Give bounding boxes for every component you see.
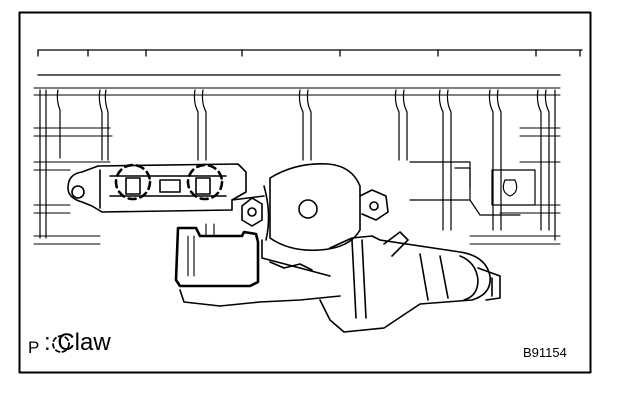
bracket (67, 163, 247, 213)
claw-marker-right (186, 163, 224, 201)
claw-marker-left (114, 163, 152, 201)
motor (231, 162, 389, 252)
panel-ribs (39, 89, 556, 241)
connector (174, 223, 260, 288)
legend-symbol-text: P (28, 338, 40, 357)
panel-right-block (409, 161, 536, 216)
figure-border (18, 11, 592, 374)
dashed-circle-icon (52, 335, 70, 353)
figure-id: B91154 (523, 345, 567, 360)
claw-markers (114, 163, 224, 201)
panel-top-edge (37, 49, 583, 76)
motor-shaft (298, 199, 318, 219)
gear-housing (179, 231, 501, 333)
legend-claw-label: : Claw (44, 329, 111, 356)
